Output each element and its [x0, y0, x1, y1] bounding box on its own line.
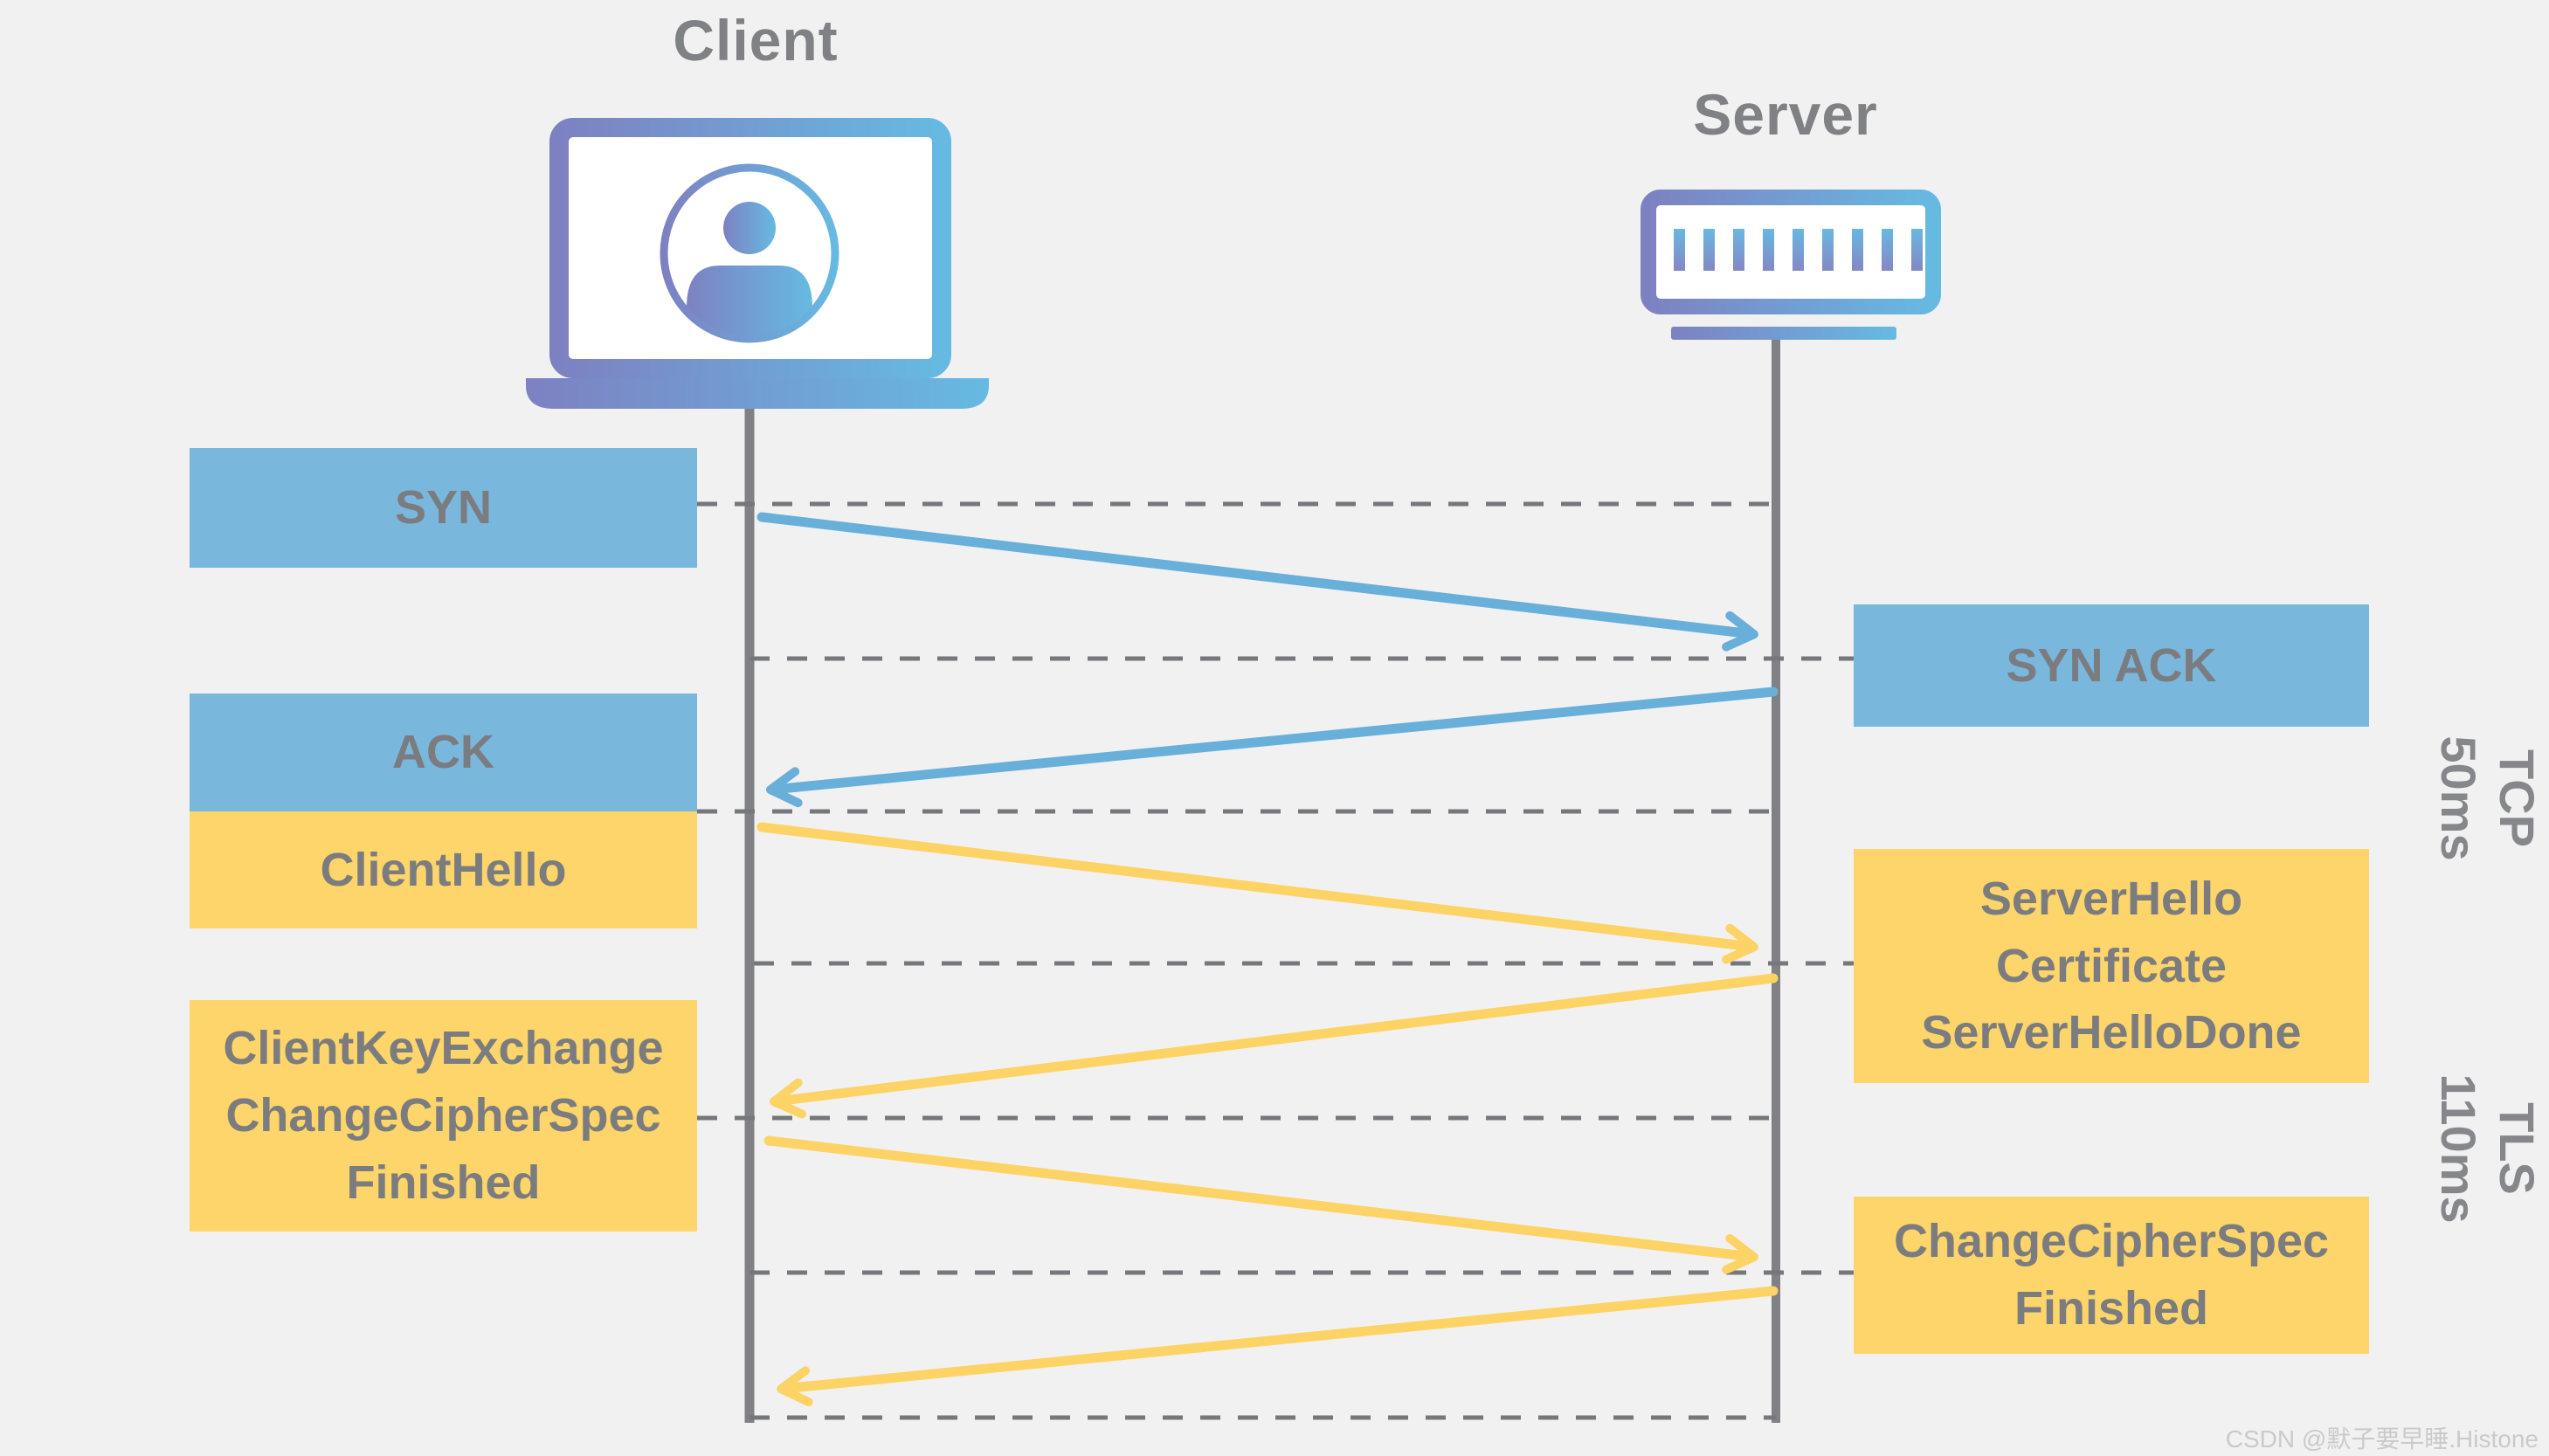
serverhello-box: ServerHello Certificate ServerHelloDone — [1854, 849, 2369, 1083]
ack-box: ACK — [190, 693, 697, 811]
server-icon — [1641, 190, 1941, 340]
watermark: CSDN @默子要早睡.Histone — [2225, 1425, 2539, 1453]
server-title: Server — [1693, 82, 1878, 147]
clienthello-arrow — [756, 822, 1758, 964]
synack-box: SYN ACK — [1854, 604, 2369, 727]
syn-arrow — [756, 512, 1758, 652]
phase-label-tcp: TCP 50ms — [2430, 735, 2545, 861]
syn-box: SYN — [190, 448, 697, 568]
changecipherspec-arrow — [777, 1286, 1779, 1407]
clientkeyexchange-arrow — [763, 1135, 1758, 1274]
synack-arrow — [766, 687, 1779, 808]
client-title: Client — [673, 8, 839, 72]
clienthello-box: ClientHello — [190, 811, 697, 928]
serverhello-arrow — [770, 973, 1779, 1119]
clientkeyexchange-box: ClientKeyExchange ChangeCipherSpec Finis… — [190, 1000, 697, 1232]
server-slots-icon — [1674, 229, 1923, 271]
phase-label-tls: TLS 110ms — [2430, 1073, 2545, 1224]
dashed-timing-lines — [697, 501, 1854, 1420]
user-avatar-icon — [660, 163, 839, 343]
changecipherspec-box: ChangeCipherSpec Finished — [1854, 1197, 2369, 1354]
message-arrows — [756, 512, 1779, 1407]
laptop-icon — [526, 118, 989, 409]
